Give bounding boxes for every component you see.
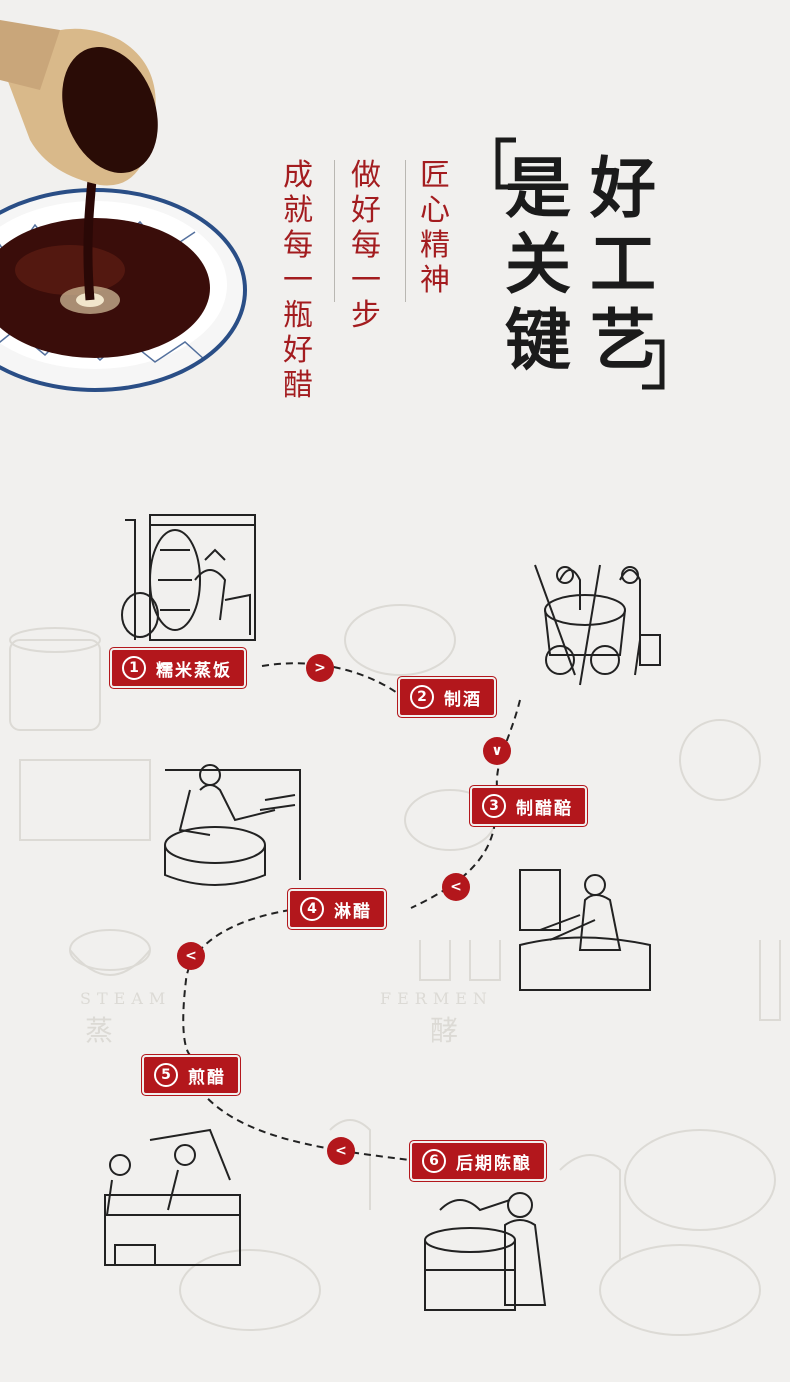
slogan-char: 步 <box>351 298 381 333</box>
slogan-char: 做 <box>351 158 381 193</box>
vinegar-mash-sketch <box>164 764 301 886</box>
title-char: 是 <box>505 149 571 227</box>
step-number: 2 <box>410 685 434 709</box>
slogan-char: 每 <box>351 228 381 263</box>
step-5-badge: 5 煎醋 <box>144 1057 238 1093</box>
title-char: 关 <box>505 225 571 303</box>
steaming-rice-sketch <box>121 514 256 641</box>
step-label: 制酒 <box>444 689 482 710</box>
title-col-is-key: 是 关 键 <box>505 150 571 378</box>
route-arrow-right-icon: > <box>306 654 334 682</box>
step-number: 1 <box>122 656 146 680</box>
step-label: 制醋醅 <box>516 798 573 819</box>
slogan-char: 匠 <box>420 158 450 193</box>
step-number: 6 <box>422 1149 446 1173</box>
step-number: 5 <box>154 1063 178 1087</box>
route-arrow-left-icon: < <box>327 1137 355 1165</box>
route-arrow-left-icon: < <box>442 873 470 901</box>
slogan-char: 神 <box>420 263 450 298</box>
step-1-badge: 1 糯米蒸饭 <box>112 650 244 686</box>
slogan-char: 一 <box>351 263 381 298</box>
watermark-steam-cn: 蒸 <box>85 1014 119 1047</box>
title-char: 艺 <box>590 301 656 379</box>
slogan-char: 醋 <box>283 368 313 403</box>
step-number: 4 <box>300 897 324 921</box>
slogan-col-every-step: 做 好 每 一 步 <box>351 158 381 333</box>
title-char: 键 <box>505 301 571 379</box>
slogan-divider <box>334 160 335 302</box>
slogan-char: 每 <box>283 228 313 263</box>
vinegar-bowl-icon <box>0 20 247 392</box>
leaching-vinegar-sketch <box>519 869 651 991</box>
title-col-good-craft: 好 工 艺 <box>590 150 656 378</box>
step-2-badge: 2 制酒 <box>400 679 494 715</box>
slogan-char: 就 <box>283 193 313 228</box>
step-number: 3 <box>482 794 506 818</box>
slogan-char: 一 <box>283 263 313 298</box>
step-label: 糯米蒸饭 <box>156 660 232 681</box>
title-brackets <box>495 137 665 390</box>
step-label: 后期陈酿 <box>456 1153 532 1174</box>
aging-vinegar-sketch <box>424 1192 547 1311</box>
step-label: 煎醋 <box>188 1067 226 1088</box>
slogan-char: 好 <box>351 193 381 228</box>
step-4-badge: 4 淋醋 <box>290 891 384 927</box>
title-char: 好 <box>590 149 656 227</box>
slogan-char: 精 <box>420 228 450 263</box>
slogan-col-craftsmanship: 匠 心 精 神 <box>420 158 450 298</box>
step-label: 淋醋 <box>334 901 372 922</box>
boiling-vinegar-sketch <box>104 1128 241 1266</box>
watermark-fermen: FERMEN <box>380 989 493 1008</box>
watermark-steam: STEAM <box>80 989 171 1008</box>
route-arrow-left-icon: < <box>177 942 205 970</box>
slogan-char: 成 <box>283 158 313 193</box>
slogan-col-every-bottle: 成 就 每 一 瓶 好 醋 <box>283 158 313 403</box>
watermark-fermen-cn: 酵 <box>430 1014 464 1047</box>
title-char: 工 <box>590 225 656 303</box>
making-wine-sketch <box>534 564 661 686</box>
slogan-divider <box>405 160 406 302</box>
slogan-char: 瓶 <box>283 298 313 333</box>
slogan-char: 好 <box>283 333 313 368</box>
slogan-char: 心 <box>420 193 450 228</box>
step-6-badge: 6 后期陈酿 <box>412 1143 544 1179</box>
step-3-badge: 3 制醋醅 <box>472 788 585 824</box>
route-arrow-down-icon: ∨ <box>483 737 511 765</box>
